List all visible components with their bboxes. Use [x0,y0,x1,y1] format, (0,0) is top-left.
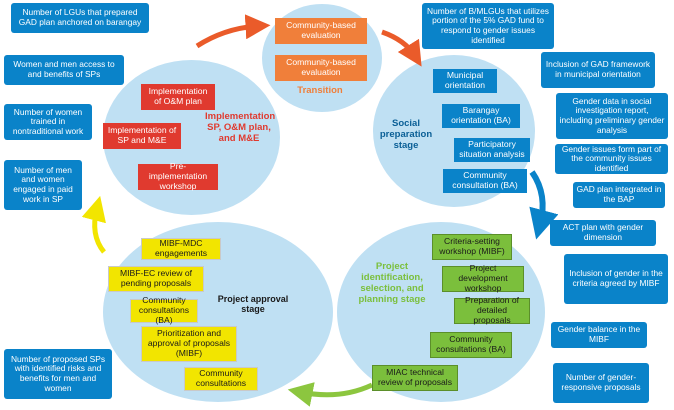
indicator-gad-framework: Inclusion of GAD framework in municipal … [541,52,655,88]
transition-box-1: Community-based evaluation [275,18,367,44]
approval-box-consultations-ba: Community consultations (BA) [130,295,198,325]
implementation-box-om: Implementation of O&M plan [141,84,215,110]
social-box-situation: Participatory situation analysis [454,138,530,162]
indicator-gender-criteria: Inclusion of gender in the criteria agre… [564,254,668,304]
arrow-transition-to-social [381,29,422,67]
implementation-label: Implementation SP, O&M plan, and M&E [205,111,276,144]
social-box-consultation: Community consultation (BA) [443,169,527,193]
approval-box-mibf-mdc: MIBF-MDC engagements [141,238,221,260]
indicator-gender-balance: Gender balance in the MIBF [551,322,647,348]
social-box-municipal: Municipal orientation [433,69,497,93]
arrow-identification-to-approval [287,382,374,407]
social-label: Social preparation stage [379,118,433,151]
identification-box-detailed: Preparation of detailed proposals [454,295,530,325]
approval-label: Project approval stage [217,294,289,315]
identification-label: Project identification, selection, and p… [358,261,426,305]
indicator-act-plan: ACT plan with gender dimension [550,220,656,246]
social-box-barangay: Barangay orientation (BA) [442,104,520,128]
indicator-lgus-gad-plan: Number of LGUs that prepared GAD plan an… [11,3,149,33]
indicator-gad-plan-bap: GAD plan integrated in the BAP [573,182,665,208]
transition-label: Transition [297,85,343,96]
indicator-gender-data: Gender data in social investigation repo… [556,93,668,139]
indicator-paid-work: Number of men and women engaged in paid … [4,160,82,210]
identification-box-consultations: Community consultations (BA) [430,332,512,358]
indicator-gad-fund: Number of B/MLGUs that utilizes portion … [422,3,554,49]
transition-box-2: Community-based evaluation [275,55,367,81]
approval-box-consultations: Community consultations [184,367,258,391]
arrow-implementation-to-transition [195,14,271,49]
approval-box-mibf-ec: MIBF-EC review of pending proposals [108,266,204,292]
indicator-women-trained: Number of women trained in nontraditiona… [4,104,92,140]
implementation-box-pre-workshop: Pre-implementation workshop [138,161,218,191]
identification-box-development: Project development workshop [442,263,524,293]
indicator-proposed-sps: Number of proposed SPs with identified r… [4,349,112,399]
arrow-social-to-identification [529,170,559,240]
approval-box-prioritization: Prioritization and approval of proposals… [141,326,237,362]
indicator-gender-responsive-proposals: Number of gender-responsive proposals [553,363,649,403]
indicator-access-benefits: Women and men access to and benefits of … [4,55,124,85]
indicator-gender-issues: Gender issues form part of the community… [555,144,668,174]
implementation-box-sp-me: Implementation of SP and M&E [103,123,181,149]
identification-box-miac: MIAC technical review of proposals [372,365,458,391]
arrow-approval-to-implementation [81,195,107,254]
identification-box-criteria: Criteria-setting workshop (MIBF) [432,234,512,260]
